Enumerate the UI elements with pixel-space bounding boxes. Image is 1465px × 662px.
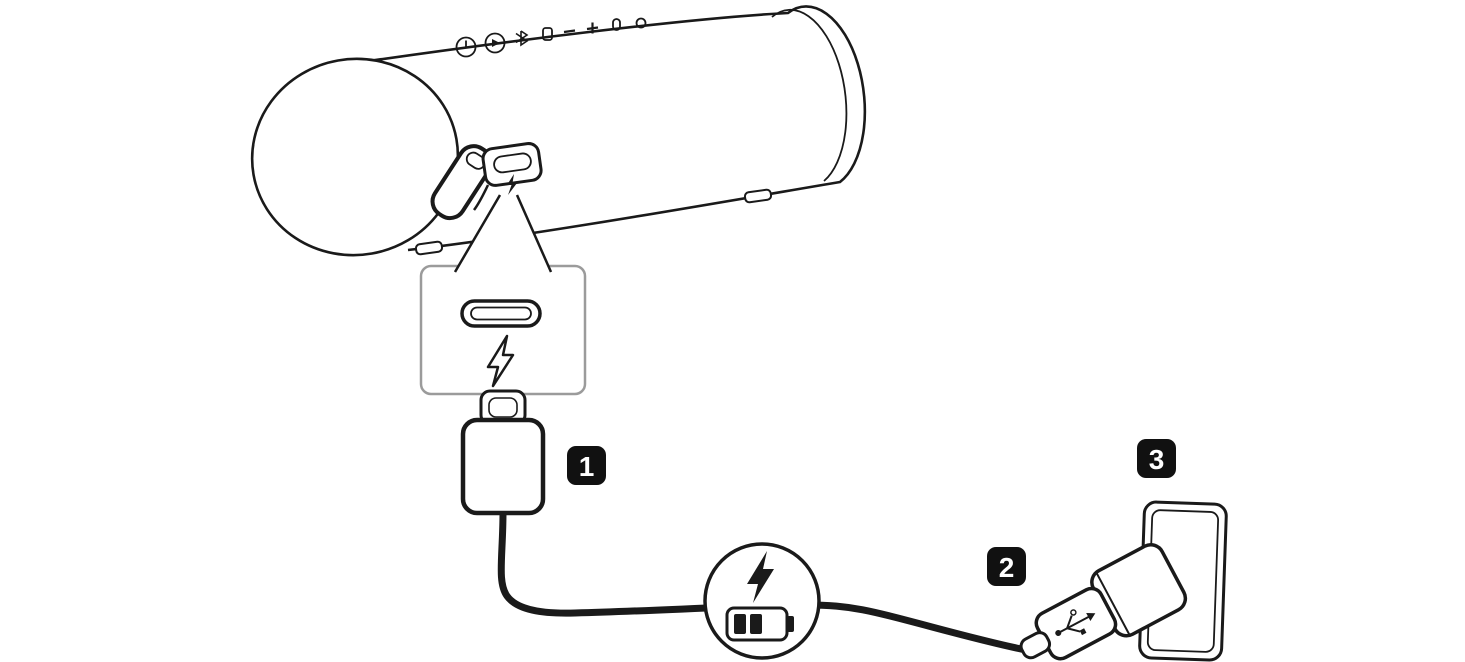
step-1-label: 1 <box>579 451 595 482</box>
callout-box <box>419 264 587 396</box>
usb-cable <box>497 508 1030 654</box>
usb-c-plug <box>460 389 546 516</box>
step-3-label: 3 <box>1149 444 1165 475</box>
speaker-endcap-seam <box>771 8 848 182</box>
usb-port-cover-flap <box>430 144 494 221</box>
control-buttons <box>455 17 647 58</box>
usb-type-c-port-icon <box>460 299 542 328</box>
speaker-end-cap <box>250 57 460 257</box>
step-3-badge: 3 <box>1137 439 1176 478</box>
callout-pointer <box>455 195 551 272</box>
battery-charging-icon <box>725 606 794 642</box>
volume-down-icon <box>563 29 576 34</box>
speaker-foot-left <box>414 240 444 256</box>
charge-lightning-outline-icon <box>486 334 515 388</box>
mic-icon <box>612 18 621 31</box>
power-icon <box>455 36 477 58</box>
bluetooth-icon <box>515 30 529 47</box>
phone-icon <box>542 27 553 41</box>
port-lightning-mark <box>507 174 517 195</box>
charging-lightning-icon <box>747 551 774 603</box>
usb-port <box>481 142 543 195</box>
speaker-foot-right <box>743 188 773 204</box>
step-2-label: 2 <box>999 552 1015 583</box>
aux-button-icon <box>635 17 647 29</box>
adaptor-collar <box>1095 572 1131 636</box>
port-callout <box>419 194 587 396</box>
step-1-badge: 1 <box>567 446 606 485</box>
cable-boot <box>1019 631 1052 660</box>
usb-ac-adaptor <box>1019 542 1188 661</box>
play-icon <box>484 32 506 54</box>
usb-c-plug-body <box>460 417 546 516</box>
speaker-body <box>362 6 865 251</box>
speaker <box>250 5 867 257</box>
charging-indicator <box>703 542 821 660</box>
volume-up-icon <box>586 22 599 34</box>
step-2-badge: 2 <box>987 547 1026 586</box>
usb-trident-icon <box>1055 609 1096 636</box>
flap-strap <box>472 184 490 211</box>
